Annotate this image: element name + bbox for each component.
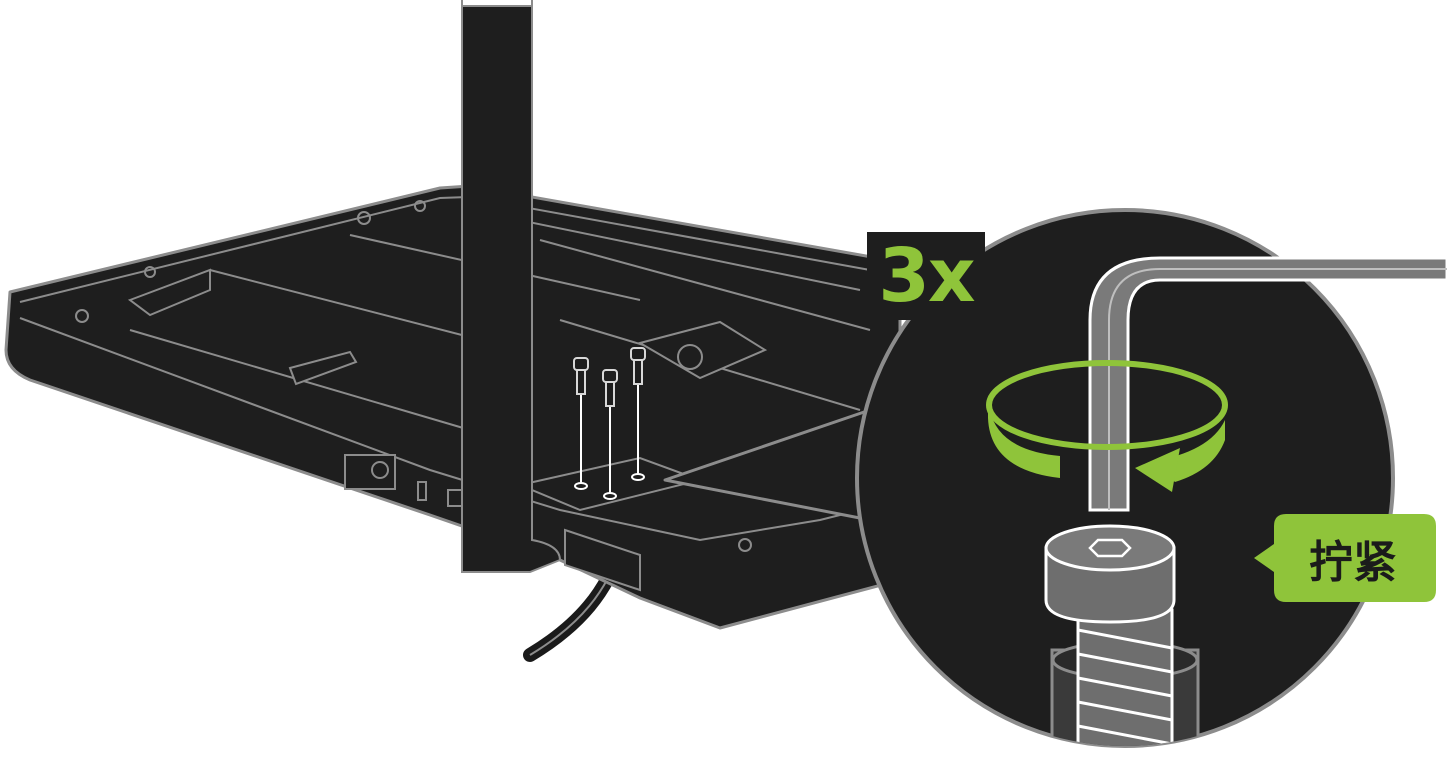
device-base [4,184,902,630]
hex-key-icon [1088,256,1447,512]
screw-thread [1076,608,1174,746]
screw-icon [573,347,646,407]
action-callout-bubble [1254,514,1436,602]
screw-count-label: 3x [878,233,975,319]
screw-head [1044,524,1176,624]
tighten-instruction-label: 拧紧 [1309,537,1397,588]
screw-count-badge: 3x [867,232,985,320]
screw-guides [574,384,645,500]
rotate-arrow-icon [986,360,1228,492]
stand-post [461,0,562,573]
